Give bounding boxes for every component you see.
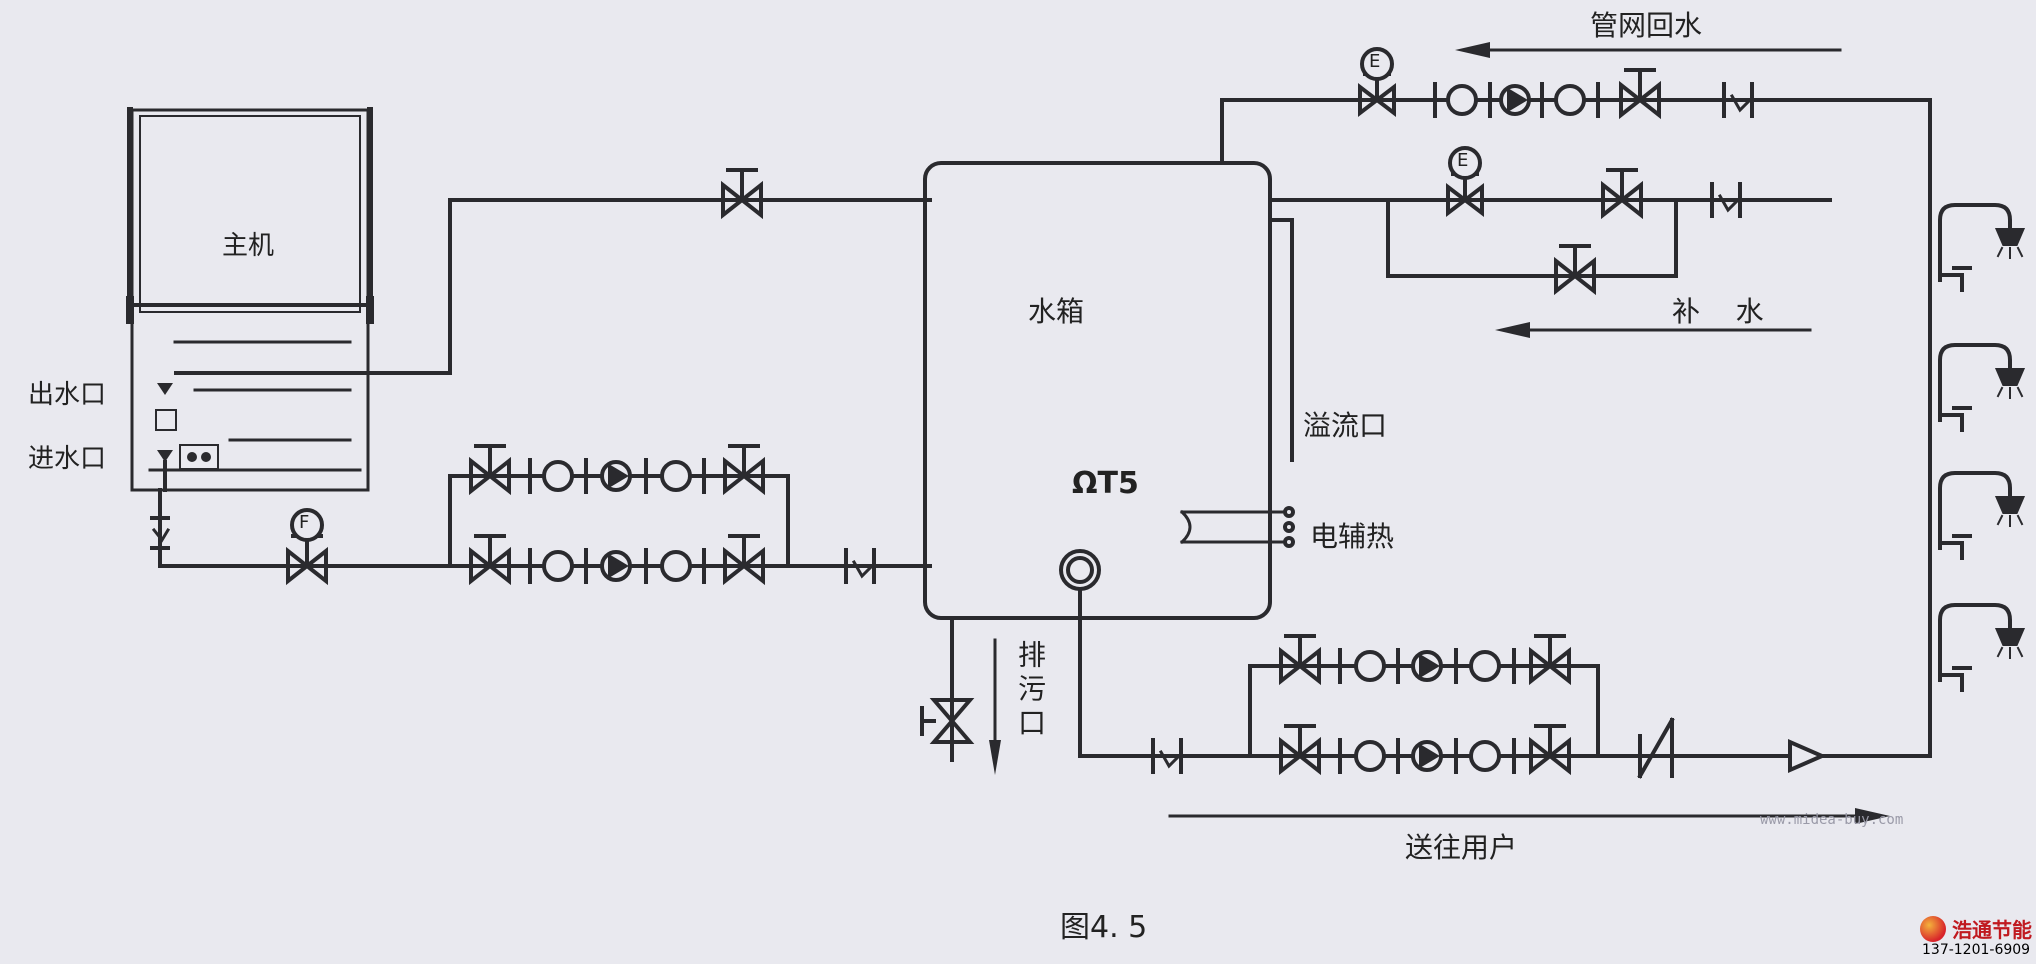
return-water-label: 管网回水 [1590, 9, 1703, 42]
water-tank [923, 161, 1272, 620]
brand-name: 浩通节能 [1952, 918, 2032, 942]
inlet-label: 进水口 [28, 444, 107, 474]
outlet-label: 出水口 [28, 380, 107, 410]
to-users-label: 送往用户 [1405, 831, 1518, 864]
host-unit [126, 107, 374, 492]
user-fixtures [1938, 203, 2024, 692]
brand-icon [1920, 915, 1946, 942]
valve-e-mark-return: E [1369, 51, 1381, 72]
host-label: 主机 [222, 231, 275, 261]
tank-label: 水箱 [1028, 295, 1085, 328]
valve-e-mark-makeup: E [1457, 150, 1469, 171]
heater-label: 电辅热 [1310, 520, 1395, 553]
makeup-water-label: 补 水 [1672, 295, 1764, 328]
drain-label: 排污口 [1014, 640, 1047, 742]
brand-logo: 浩通节能 [1920, 914, 2032, 943]
overflow-label: 溢流口 [1303, 409, 1388, 442]
watermark: www.midea-buy.com [1760, 812, 1904, 828]
valve-f-mark: F [299, 512, 310, 533]
brand-phone: 137-1201-6909 [1922, 942, 2031, 958]
tank-tag: ΩT5 [1072, 466, 1139, 501]
figure-caption: 图4. 5 [1060, 910, 1148, 945]
